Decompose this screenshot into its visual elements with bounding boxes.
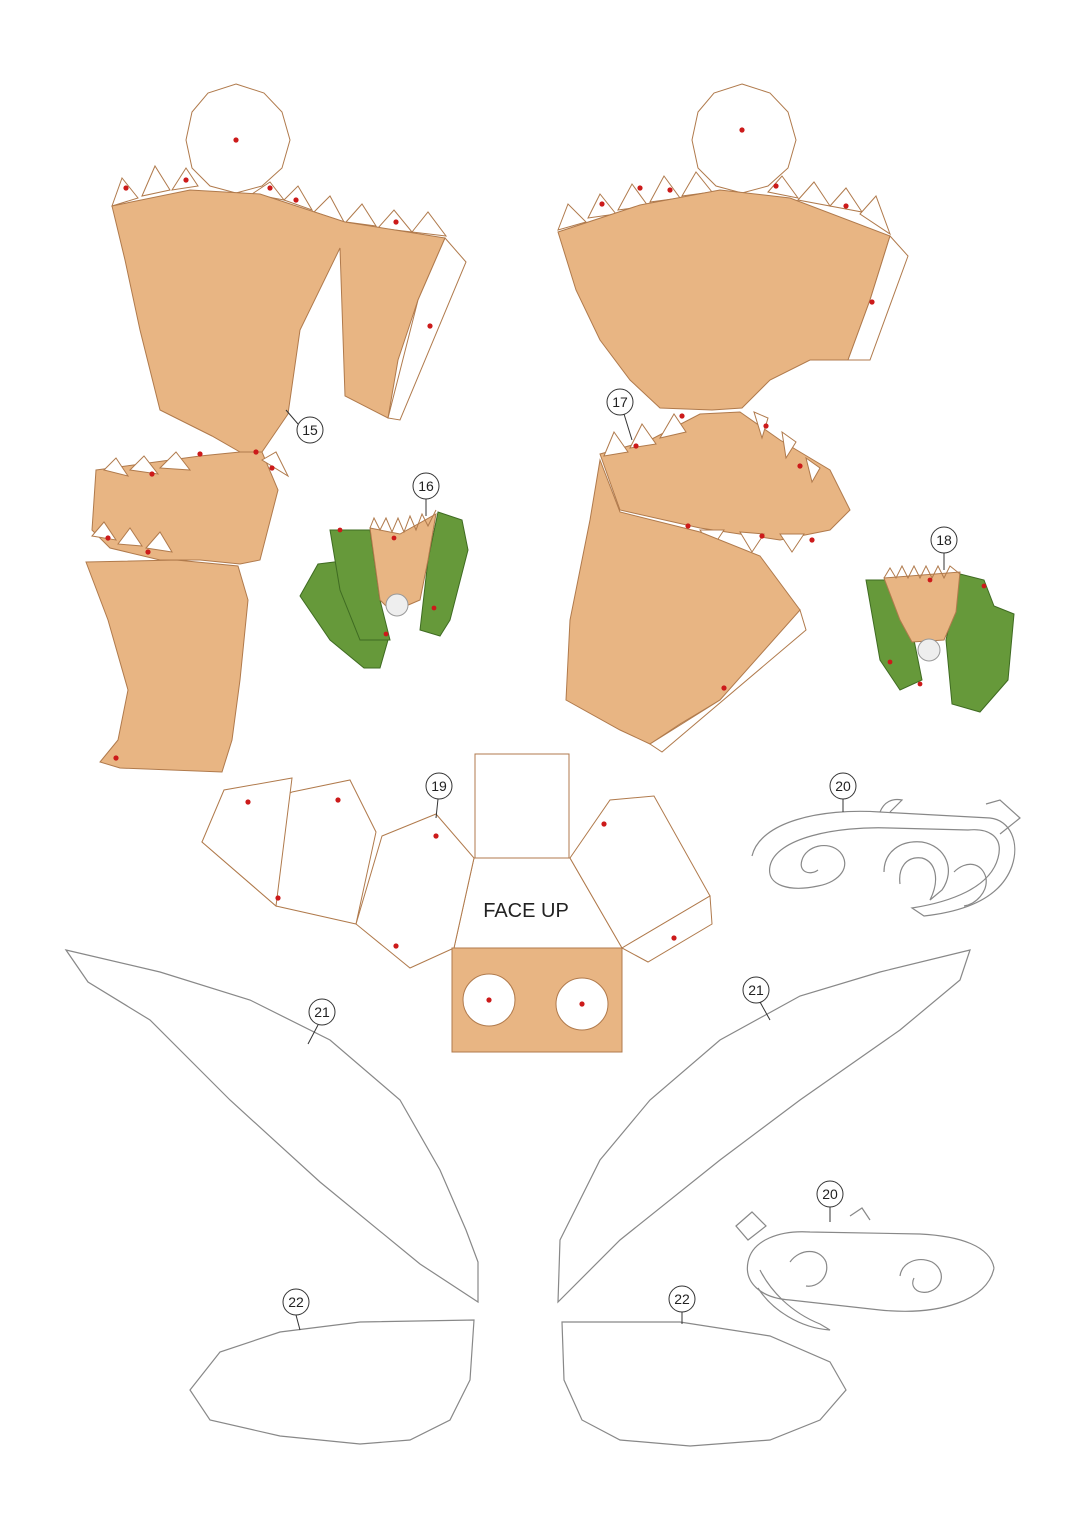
part-19-right-panel-2 [620, 895, 713, 963]
part-16-shoe-left [299, 509, 469, 669]
part-21-wing-left [64, 949, 479, 1304]
part-16-green-right [419, 511, 469, 637]
part-17-glue-dots [599, 127, 875, 691]
part-18-green-right [945, 573, 1015, 713]
part-15-knee [91, 451, 279, 565]
part-16-zigzag [369, 509, 437, 534]
part-16-skin [369, 513, 437, 613]
part-17-top-cap [691, 83, 797, 194]
part-label-17: 17 [606, 388, 634, 441]
part-19-head-net [201, 753, 713, 1053]
part-18-pompom [917, 638, 941, 662]
part-15-glue-tabs-knee [91, 451, 290, 553]
part-19-glue-dots [245, 797, 677, 1007]
part-20-swirl-bottom [735, 1207, 995, 1331]
part-16-glue-dots [337, 527, 437, 637]
label-21-right-text: 21 [748, 982, 764, 998]
part-17-side-strip [847, 235, 909, 361]
part-label-22-right: 22 [668, 1285, 696, 1324]
part-18-zigzag [883, 564, 961, 580]
label-21-left-text: 21 [314, 1004, 330, 1020]
part-label-21-left: 21 [307, 998, 336, 1045]
part-22-wing-left [189, 1319, 475, 1445]
part-15-lower [85, 559, 249, 773]
label-19-text: 19 [431, 778, 447, 794]
part-19-top-flap [474, 753, 570, 859]
part-18-shoe-right [865, 564, 1015, 713]
part-label-16: 16 [412, 472, 440, 516]
part-label-19: 19 [425, 772, 453, 819]
part-21-wing-right [557, 949, 971, 1304]
label-16-text: 16 [418, 478, 434, 494]
part-20-swirl-top [751, 798, 1021, 917]
part-17-upper [557, 189, 891, 411]
part-16-pompom [385, 593, 409, 617]
part-label-22-left: 22 [282, 1288, 310, 1331]
label-22-left-text: 22 [288, 1294, 304, 1310]
part-15-upper [111, 189, 446, 453]
part-22-wing-right [561, 1321, 847, 1447]
label-15-text: 15 [302, 422, 318, 438]
part-label-21-right: 21 [742, 976, 771, 1021]
part-15-leg-left [85, 83, 467, 773]
part-19-right-panel-1 [569, 795, 711, 949]
part-label-18: 18 [930, 526, 958, 570]
label-20-bottom-text: 20 [822, 1186, 838, 1202]
part-17-lower-strip [649, 608, 807, 753]
part-15-glue-dots [105, 137, 433, 761]
part-15-side-strip [387, 237, 467, 421]
part-18-skin [883, 571, 961, 643]
face-up-text: FACE UP [483, 900, 569, 922]
label-20-top-text: 20 [835, 778, 851, 794]
part-label-15: 15 [285, 409, 324, 444]
part-label-20-bottom: 20 [816, 1180, 844, 1222]
label-17-text: 17 [612, 394, 628, 410]
label-22-right-text: 22 [674, 1291, 690, 1307]
part-19-left-panel-3 [201, 777, 293, 907]
part-18-glue-dots [887, 577, 987, 687]
label-18-text: 18 [936, 532, 952, 548]
part-label-20-top: 20 [829, 772, 857, 812]
part-17-leg-right [557, 83, 909, 753]
